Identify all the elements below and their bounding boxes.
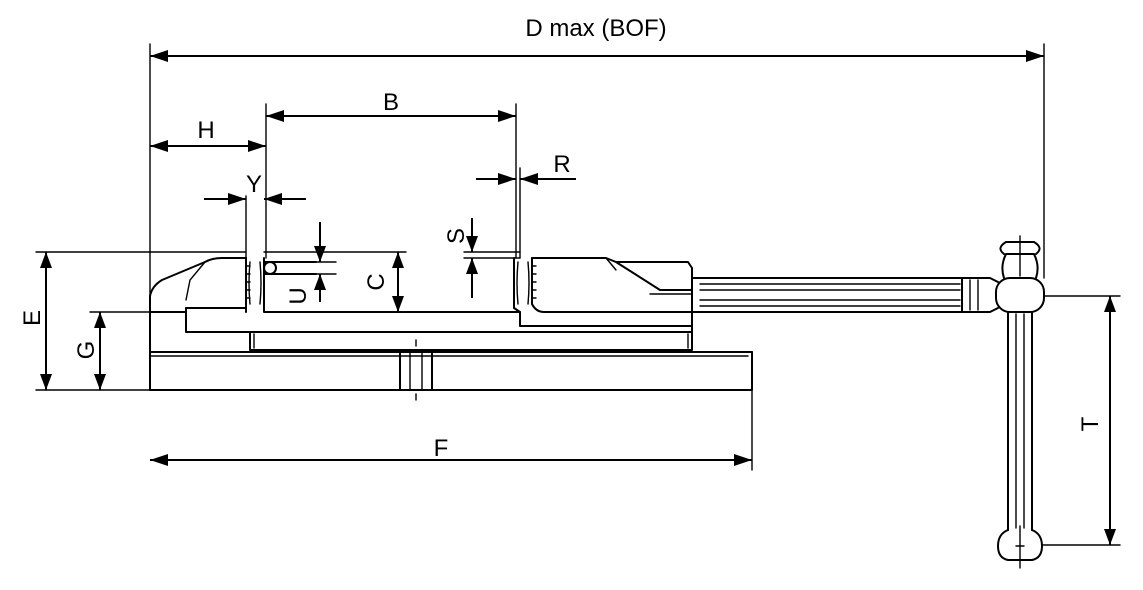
dimension-lines [35,43,1121,546]
spindle [691,277,999,313]
label-c: C [363,273,390,290]
fixed-jaw [149,257,247,391]
crank-handle [995,235,1045,569]
base-center-slot [399,339,433,401]
label-h: H [197,117,214,144]
label-g: G [73,341,100,360]
dimension-labels: D max (BOF) H B Y R F S U C E G T [19,15,1104,462]
label-e: E [19,310,46,326]
label-s: S [443,228,470,244]
jaw-pin [263,261,277,275]
label-b: B [383,89,399,116]
label-t: T [1077,416,1104,431]
label-f: F [434,435,449,462]
vise-base [149,351,753,391]
movable-jaw [513,257,693,327]
label-d-max: D max (BOF) [525,15,666,42]
label-r: R [553,151,570,178]
label-u: U [285,287,312,304]
label-y: Y [246,171,262,198]
vise-outline [149,235,1045,569]
